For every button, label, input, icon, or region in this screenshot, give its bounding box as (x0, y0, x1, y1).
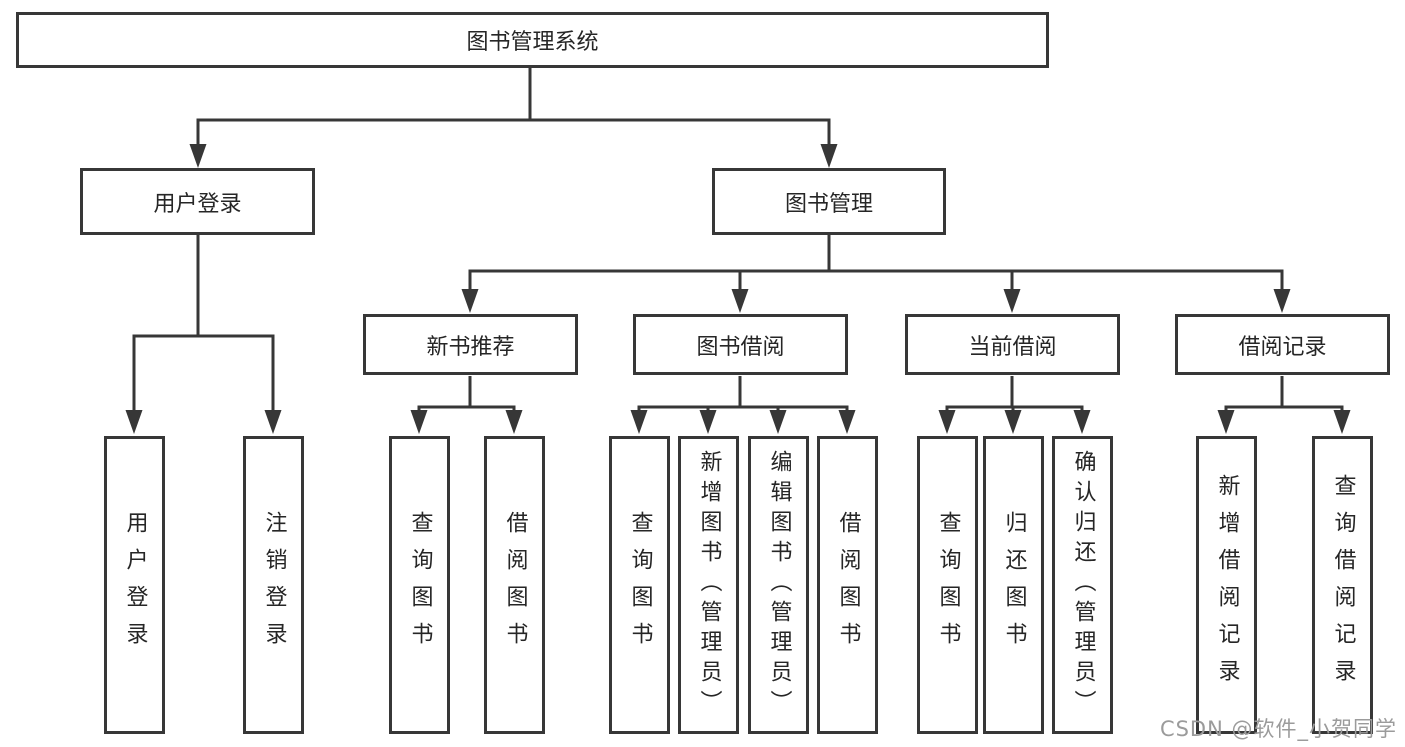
node-label: 查询借阅记录 (1330, 474, 1356, 696)
leaf-logout: 注销登录 (243, 436, 304, 734)
connector-newbook-split (417, 405, 516, 414)
arrowhead (189, 144, 207, 168)
leaf-confirm-return-admin: 确认归还（管理员） (1052, 436, 1113, 734)
node-library-management-system: 图书管理系统 (16, 12, 1049, 68)
node-current-borrowing: 当前借阅 (905, 314, 1120, 375)
node-borrowing-records: 借阅记录 (1175, 314, 1390, 375)
arrowhead (938, 410, 956, 434)
leaf-return-book: 归还图书 (983, 436, 1044, 734)
node-book-management: 图书管理 (712, 168, 946, 235)
node-label: 新书推荐 (426, 334, 515, 360)
leaf-query-books-current: 查询图书 (917, 436, 978, 734)
arrowhead (125, 410, 143, 434)
leaf-query-books-borrowing: 查询图书 (609, 436, 670, 734)
watermark-text: CSDN @软件_小贺同学 (1159, 717, 1397, 741)
node-label: 当前借阅 (968, 334, 1057, 360)
connector-records-split (1224, 405, 1344, 414)
node-label: 用户登录 (153, 191, 242, 217)
leaf-add-borrow-record: 新增借阅记录 (1196, 436, 1257, 734)
node-label: 编辑图书（管理员） (766, 450, 792, 720)
node-label: 图书管理 (784, 191, 873, 217)
leaf-borrow-books: 借阅图书 (817, 436, 878, 734)
leaf-user-login: 用户登录 (104, 436, 165, 734)
leaf-query-books-recommend: 查询图书 (389, 436, 450, 734)
node-user-login: 用户登录 (80, 168, 315, 235)
node-label: 借阅记录 (1238, 334, 1327, 360)
node-label: 查询图书 (935, 511, 961, 659)
connector-root-split (196, 118, 831, 148)
arrowhead (410, 410, 428, 434)
arrowhead (505, 410, 523, 434)
arrowhead (731, 289, 749, 313)
node-label: 用户登录 (122, 511, 148, 659)
arrowhead (264, 410, 282, 434)
arrowhead (699, 410, 717, 434)
node-label: 借阅图书 (835, 511, 861, 659)
arrowhead (630, 410, 648, 434)
node-label: 图书管理系统 (466, 30, 599, 55)
leaf-query-borrow-record: 查询借阅记录 (1312, 436, 1373, 734)
connector-userlogin-split (132, 334, 275, 414)
arrowhead (1333, 410, 1351, 434)
arrowhead (1273, 289, 1291, 313)
connector-borrow-split (637, 405, 849, 414)
arrowhead (769, 410, 787, 434)
leaf-edit-book-admin: 编辑图书（管理员） (748, 436, 809, 734)
node-label: 借阅图书 (502, 511, 528, 659)
node-label: 确认归还（管理员） (1070, 450, 1096, 720)
arrowhead (838, 410, 856, 434)
arrowhead (461, 289, 479, 313)
arrowhead (1073, 410, 1091, 434)
node-label: 图书借阅 (696, 334, 785, 360)
node-label: 查询图书 (407, 511, 433, 659)
arrowhead (1217, 410, 1235, 434)
leaf-borrow-books-recommend: 借阅图书 (484, 436, 545, 734)
node-label: 新增图书（管理员） (696, 450, 722, 720)
node-label: 注销登录 (261, 511, 287, 659)
node-book-borrowing: 图书借阅 (633, 314, 848, 375)
arrowhead (1003, 289, 1021, 313)
arrowhead (820, 144, 838, 168)
leaf-add-book-admin: 新增图书（管理员） (678, 436, 739, 734)
node-new-book-recommendation: 新书推荐 (363, 314, 578, 375)
node-label: 归还图书 (1001, 511, 1027, 659)
node-label: 查询图书 (627, 511, 653, 659)
connector-bookmgmt-split (468, 269, 1284, 292)
node-label: 新增借阅记录 (1214, 474, 1240, 696)
arrowhead (1004, 410, 1022, 434)
